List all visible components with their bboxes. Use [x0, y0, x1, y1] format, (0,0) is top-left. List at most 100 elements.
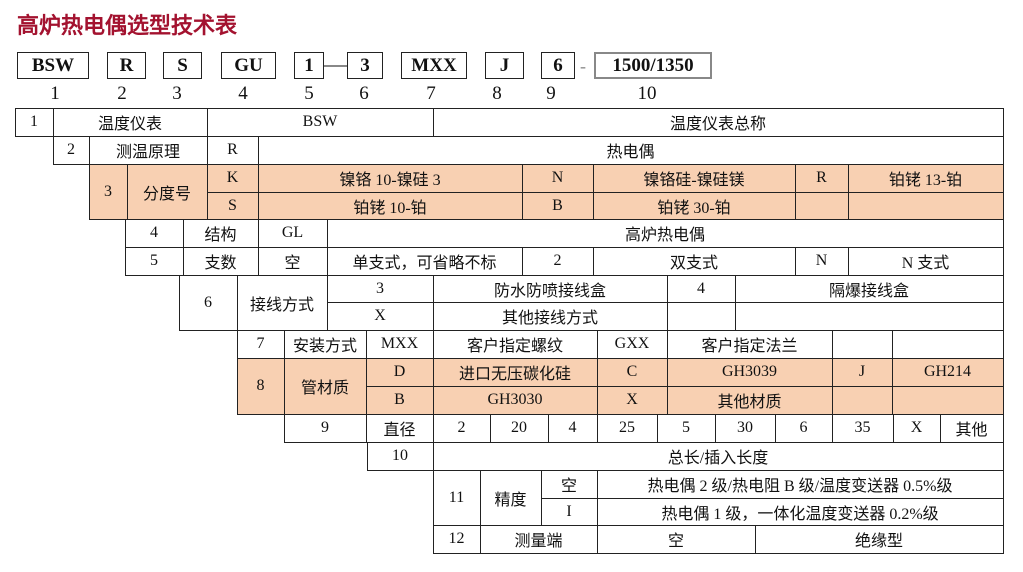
desc-cell: 热电偶 1 级，一体化温度变送器 0.2%级	[596, 497, 1004, 526]
code-cell: 2	[521, 246, 594, 276]
position-number: 8	[492, 83, 502, 104]
desc-cell: 总长/插入长度	[432, 441, 1004, 471]
empty-cell	[734, 301, 1004, 331]
code-cell: C	[596, 357, 668, 387]
row-label: 温度仪表	[52, 107, 208, 137]
code-cell: R	[206, 135, 259, 165]
code-cell: 6	[774, 413, 833, 443]
desc-cell: 铂铑 10-铂	[257, 191, 523, 220]
row-number: 8	[236, 357, 285, 415]
desc-cell: 单支式，可省略不标	[326, 246, 523, 276]
desc-cell: 铂铑 13-铂	[847, 163, 1004, 193]
code-cell: N	[794, 246, 849, 276]
desc-cell: 35	[831, 413, 894, 443]
row-label: 精度	[479, 469, 542, 526]
row-label: 结构	[182, 218, 259, 248]
desc-cell: 镍铬 10-镍硅 3	[257, 163, 523, 193]
row-label: 安装方式	[283, 329, 367, 359]
page-title: 高炉热电偶选型技术表	[17, 13, 238, 38]
desc-cell: 隔爆接线盒	[734, 274, 1004, 303]
code-cell: GL	[257, 218, 328, 248]
position-number: 4	[238, 83, 248, 104]
code-box-2: R	[107, 52, 146, 79]
row-label: 测温原理	[88, 135, 208, 165]
code-cell: 4	[547, 413, 598, 443]
code-cell: R	[794, 163, 849, 193]
code-cell: X	[596, 385, 668, 415]
row-number: 12	[432, 524, 481, 554]
desc-cell: 30	[714, 413, 776, 443]
desc-cell: 其他接线方式	[432, 301, 668, 331]
row-number: 3	[88, 163, 128, 220]
code-cell: 3	[326, 274, 434, 303]
code-cell: X	[892, 413, 941, 443]
empty-cell	[891, 385, 1004, 415]
code-box-9: 6	[541, 52, 575, 79]
code-cell: K	[206, 163, 259, 193]
desc-cell: 防水防喷接线盒	[432, 274, 668, 303]
desc-cell: 绝缘型	[754, 524, 1004, 554]
code-box-5: 1	[294, 52, 324, 79]
desc-cell: 其他材质	[666, 385, 833, 415]
row-number: 5	[124, 246, 184, 276]
separator-dash: -	[580, 56, 586, 76]
desc-cell: GH3030	[432, 385, 598, 415]
row-number: 7	[236, 329, 285, 359]
empty-cell	[831, 385, 893, 415]
row-number: 10	[366, 441, 434, 471]
empty-cell	[666, 301, 736, 331]
code-cell: I	[540, 497, 598, 526]
code-cell: GXX	[596, 329, 668, 359]
empty-cell	[847, 191, 1004, 220]
code-cell: 空	[596, 524, 756, 554]
code-cell: B	[521, 191, 594, 220]
row-label: 分度号	[126, 163, 208, 220]
desc-cell: GH214	[891, 357, 1004, 387]
row-number: 2	[52, 135, 90, 165]
empty-cell	[891, 329, 1004, 359]
position-number: 10	[637, 83, 657, 104]
position-number: 3	[172, 83, 182, 104]
desc-cell: GH3039	[666, 357, 833, 387]
row-label: 直径	[365, 413, 434, 443]
desc-cell: 25	[596, 413, 658, 443]
code-box-10: 1500/1350	[594, 52, 712, 79]
code-cell: 空	[257, 246, 328, 276]
code-cell: N	[521, 163, 594, 193]
desc-cell: N 支式	[847, 246, 1004, 276]
desc-cell: 高炉热电偶	[326, 218, 1004, 248]
desc-cell: 热电偶	[257, 135, 1004, 165]
desc-cell: 镍铬硅-镍硅镁	[592, 163, 796, 193]
desc-cell: 铂铑 30-铂	[592, 191, 796, 220]
code-cell: J	[831, 357, 893, 387]
desc-cell: 温度仪表总称	[432, 107, 1004, 137]
code-cell: BSW	[206, 107, 434, 137]
code-cell: MXX	[365, 329, 434, 359]
row-label: 管材质	[283, 357, 367, 415]
code-box-8: J	[485, 52, 524, 79]
code-cell: 5	[656, 413, 716, 443]
code-cell: X	[326, 301, 434, 331]
code-cell: B	[365, 385, 434, 415]
row-number: 4	[124, 218, 184, 248]
code-cell: 2	[432, 413, 491, 443]
row-label: 测量端	[479, 524, 598, 554]
desc-cell: 客户指定螺纹	[432, 329, 598, 359]
code-box-6: 3	[347, 52, 383, 79]
desc-cell: 20	[489, 413, 549, 443]
position-number: 2	[117, 83, 127, 104]
desc-cell: 客户指定法兰	[666, 329, 833, 359]
code-cell: 空	[540, 469, 598, 499]
position-number: 5	[304, 83, 314, 104]
row-label: 支数	[182, 246, 259, 276]
code-cell: 4	[666, 274, 736, 303]
code-cell: S	[206, 191, 259, 220]
connector-line	[324, 65, 347, 67]
position-number: 7	[426, 83, 436, 104]
code-cell: D	[365, 357, 434, 387]
row-number: 11	[432, 469, 481, 526]
code-box-1: BSW	[17, 52, 89, 79]
position-number: 6	[359, 83, 369, 104]
desc-cell: 其他	[939, 413, 1004, 443]
